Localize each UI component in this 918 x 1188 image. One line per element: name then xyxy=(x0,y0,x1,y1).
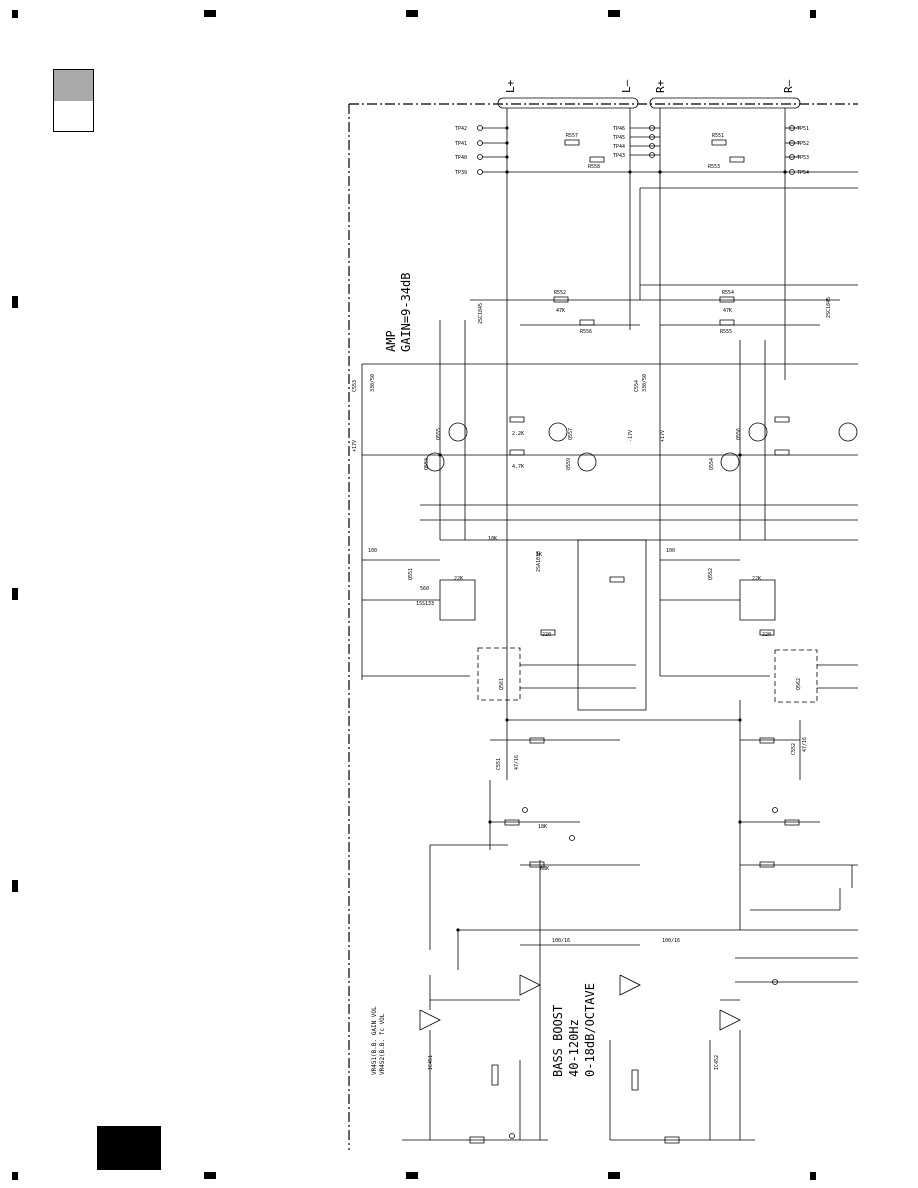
ref-transistor: Q559 xyxy=(566,458,572,470)
ref-resistor: R552 xyxy=(554,290,566,296)
value-label: 2.2K xyxy=(512,431,524,437)
value-label: 68K xyxy=(540,866,549,872)
registration-mark-t2 xyxy=(406,10,418,17)
registration-mark-b2 xyxy=(406,1172,418,1179)
value-label: 2SC1845 xyxy=(478,303,484,324)
registration-mark-b1 xyxy=(204,1172,216,1179)
ref-transistor: Q551 xyxy=(408,568,414,580)
vr-note-2: VR452(B.B. fc VOL xyxy=(379,1013,386,1075)
registration-mark-b3 xyxy=(608,1172,620,1179)
ref-transistor: Q553 xyxy=(424,458,430,470)
value-label: 4.7K xyxy=(512,464,524,470)
section-tab xyxy=(53,69,94,132)
registration-mark-tl xyxy=(12,10,18,18)
ref-cap: C552 xyxy=(791,743,797,755)
registration-mark-tr xyxy=(810,10,816,18)
vr-note-1: VR451(B.B. GAIN VOL xyxy=(371,1006,378,1075)
bass-boost-range: 40-120Hz xyxy=(567,1019,581,1077)
value-label: 100/16 xyxy=(662,938,680,944)
registration-mark-bl xyxy=(12,1172,18,1180)
ref-resistor: R558 xyxy=(588,164,600,170)
tp-label: TP52 xyxy=(797,141,809,147)
value-label: 22K xyxy=(454,576,463,582)
tp-label: TP42 xyxy=(455,126,467,132)
ref-ic: IC452 xyxy=(714,1055,720,1070)
tp-label: TP39 xyxy=(455,170,467,176)
value-label: 2SC1845 xyxy=(826,297,832,318)
tp-label: TP46 xyxy=(613,126,625,132)
value-label: 10K xyxy=(488,536,497,542)
ref-transistor: Q554 xyxy=(709,458,715,470)
value-label: 100 xyxy=(368,548,377,554)
value-label: 47/16 xyxy=(802,737,808,752)
connector-right-plus: R+ xyxy=(654,79,667,93)
value-label: 22K xyxy=(752,576,761,582)
ref-transistor: Q555 xyxy=(436,428,442,440)
tp-label: TP53 xyxy=(797,155,809,161)
amp-gain-label: GAIN=9-34dB xyxy=(399,273,413,352)
value-label: 100/16 xyxy=(552,938,570,944)
connector-right-minus: R– xyxy=(782,79,795,93)
ref-resistor: R554 xyxy=(722,290,734,296)
connector-left-plus: L+ xyxy=(504,79,517,93)
bass-boost-label: BASS BOOST xyxy=(551,1005,565,1077)
tp-label: TP44 xyxy=(613,144,625,150)
value-label: 220 xyxy=(762,632,771,638)
ref-resistor: R557 xyxy=(566,133,578,139)
tp-label: TP43 xyxy=(613,153,625,159)
registration-mark-br xyxy=(810,1172,816,1180)
registration-mark-t3 xyxy=(608,10,620,17)
tp-label: TP40 xyxy=(455,155,467,161)
bass-boost-slope: 0-18dB/OCTAVE xyxy=(583,983,597,1077)
registration-mark-t1 xyxy=(204,10,216,17)
value-label: 100 xyxy=(666,548,675,554)
registration-mark-l1 xyxy=(12,296,18,308)
rail-plus-right: +17V xyxy=(660,430,666,442)
ref-resistor: R556 xyxy=(580,329,592,335)
value-label: 330/50 xyxy=(370,374,376,392)
ref-transistor: Q561 xyxy=(499,678,505,690)
value-label: 47K xyxy=(556,308,565,314)
value-label: 1K xyxy=(536,552,542,558)
page-number-box xyxy=(97,1126,161,1170)
registration-mark-l2 xyxy=(12,588,18,600)
tp-label: TP51 xyxy=(797,126,809,132)
tp-label: TP45 xyxy=(613,135,625,141)
ref-cap: C551 xyxy=(496,758,502,770)
value-label: 560 xyxy=(420,586,429,592)
value-label: 47/16 xyxy=(514,755,520,770)
value-label: 47K xyxy=(723,308,732,314)
ref-resistor: R551 xyxy=(712,133,724,139)
amp-label: AMP xyxy=(384,330,398,352)
ref-transistor: Q556 xyxy=(736,428,742,440)
registration-mark-l3 xyxy=(12,880,18,892)
tp-label: TP54 xyxy=(797,170,809,176)
section-tab-gray xyxy=(54,70,93,101)
ref-cap: C554 xyxy=(634,380,640,392)
rail-plus-left: +17V xyxy=(352,440,358,452)
ref-resistor: R555 xyxy=(720,329,732,335)
ref-cap: C553 xyxy=(352,380,358,392)
tp-label: TP41 xyxy=(455,141,467,147)
value-label: 220 xyxy=(542,632,551,638)
value-label: 2SA1038 xyxy=(536,551,542,572)
value-label: 330/50 xyxy=(642,374,648,392)
ref-transistor: Q552 xyxy=(708,568,714,580)
ref-resistor: R553 xyxy=(708,164,720,170)
value-label: 18K xyxy=(538,824,547,830)
value-label: 1SS133 xyxy=(416,601,434,607)
ref-ic: IC451 xyxy=(428,1055,434,1070)
connector-left-minus: L– xyxy=(620,79,633,93)
rail-minus-left: -17V xyxy=(628,430,634,442)
ref-transistor: Q562 xyxy=(796,678,802,690)
ref-transistor: Q557 xyxy=(568,428,574,440)
